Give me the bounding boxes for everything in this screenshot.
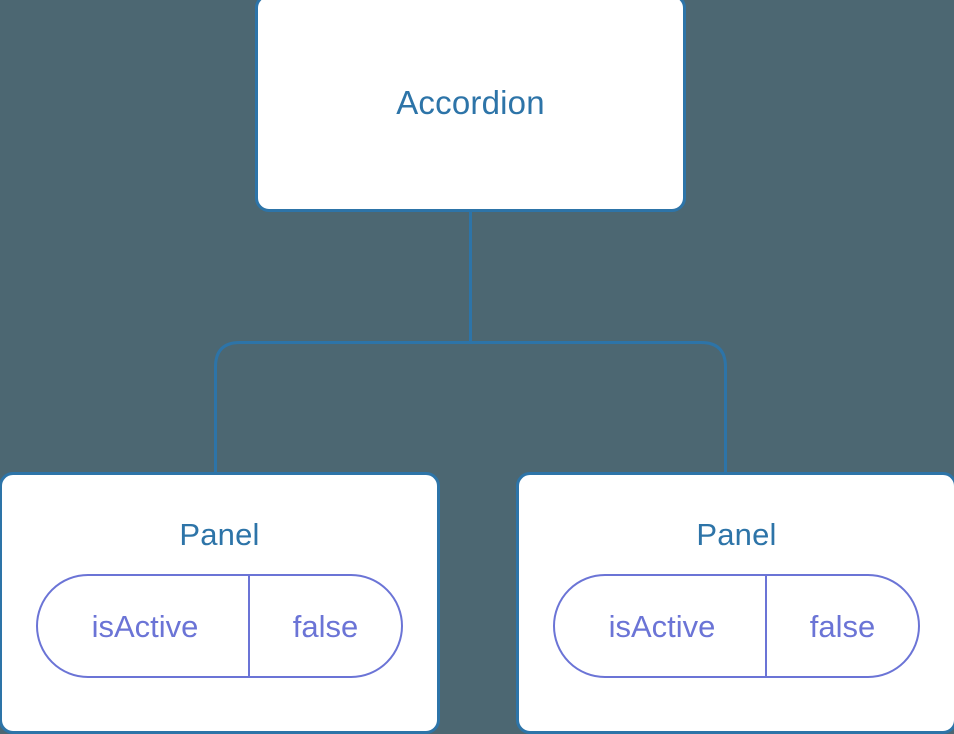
- node-panel-1-prop-pill[interactable]: isActive false: [36, 574, 403, 679]
- node-panel-2-label: Panel: [696, 517, 777, 552]
- node-panel-1-prop-value: false: [292, 608, 359, 644]
- node-accordion-label: Accordion: [396, 83, 545, 121]
- connector-branch-right: [470, 341, 727, 473]
- connector-branch-left: [214, 341, 471, 473]
- node-panel-1-label: Panel: [179, 517, 260, 552]
- node-accordion[interactable]: Accordion: [255, 0, 686, 212]
- node-panel-2-prop-key: isActive: [555, 576, 767, 677]
- node-panel-2-prop-pill[interactable]: isActive false: [553, 574, 920, 679]
- node-panel-2[interactable]: Panel isActive false: [516, 472, 954, 734]
- node-panel-2-prop-value: false: [809, 608, 876, 644]
- node-panel-1[interactable]: Panel isActive false: [0, 472, 440, 734]
- node-panel-1-prop-key: isActive: [38, 576, 250, 677]
